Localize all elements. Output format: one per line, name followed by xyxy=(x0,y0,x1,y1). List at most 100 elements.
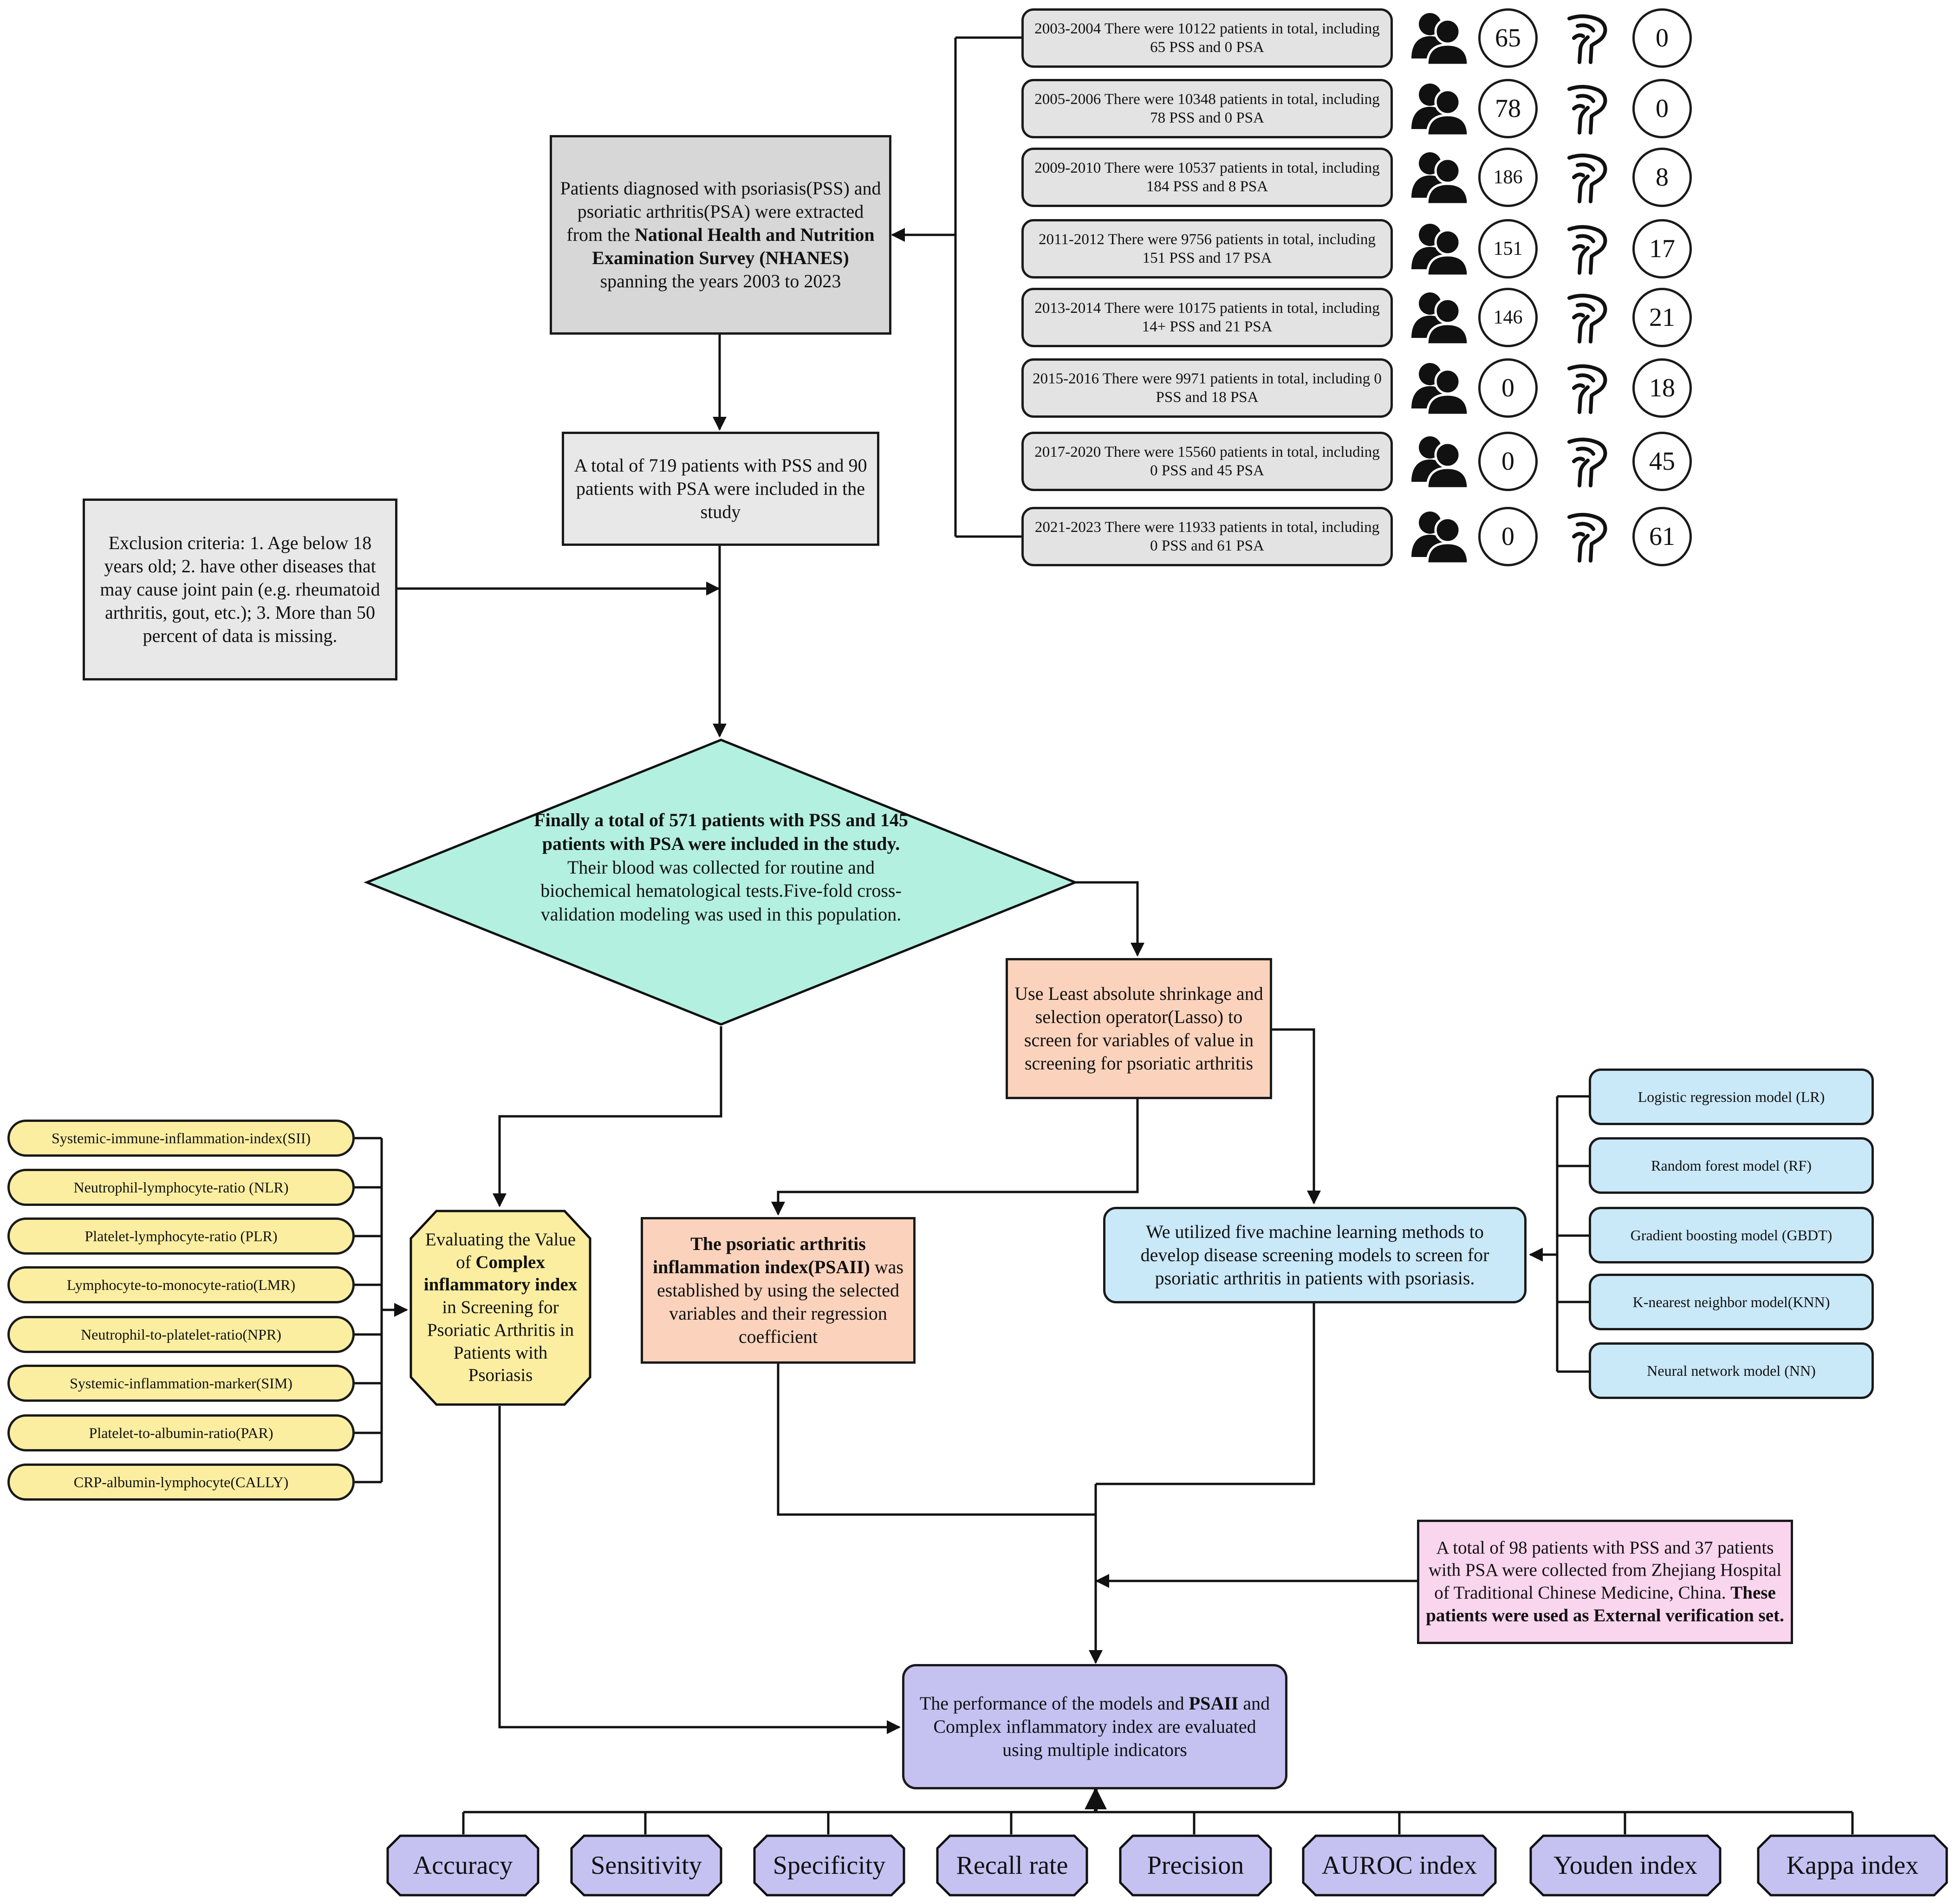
psaii-text-bold: The psoriatic arthritis inflammation ind… xyxy=(652,1233,870,1277)
knee-joint-icon xyxy=(1567,14,1607,64)
psaii-box: The psoriatic arthritis inflammation ind… xyxy=(641,1217,916,1364)
index-box: CRP-albumin-lymphocyte(CALLY) xyxy=(7,1464,355,1501)
metric-badge: Specificity xyxy=(753,1834,905,1897)
index-label: Platelet-lymphocyte-ratio (PLR) xyxy=(84,1228,278,1244)
performance-box: The performance of the models and PSAII … xyxy=(902,1664,1287,1789)
external-box: A total of 98 patients with PSS and 37 p… xyxy=(1417,1520,1793,1644)
psa-count-circle: 8 xyxy=(1632,148,1692,207)
knee-joint-icon xyxy=(1567,225,1607,275)
arrow-complex-to-performance xyxy=(498,1406,901,1734)
metric-badge-shape xyxy=(1757,1834,1948,1897)
model-box: Neural network model (NN) xyxy=(1589,1342,1874,1399)
external-text: A total of 98 patients with PSS and 37 p… xyxy=(1428,1537,1782,1603)
index-box: Systemic-immune-inflammation-index(SII) xyxy=(7,1120,355,1157)
metric-badge: Recall rate xyxy=(936,1834,1088,1897)
people-icon xyxy=(1411,152,1469,205)
model-label: Neural network model (NN) xyxy=(1647,1362,1816,1379)
cohort-box: 2011-2012 There were 9756 patients in to… xyxy=(1021,219,1393,278)
metric-label: Sensitivity xyxy=(591,1851,702,1880)
index-label: Lymphocyte-to-monocyte-ratio(LMR) xyxy=(66,1276,296,1293)
psa-count-circle: 18 xyxy=(1632,358,1692,418)
knee-joint-icon xyxy=(1567,293,1607,343)
pss-count-circle: 151 xyxy=(1478,219,1538,278)
psa-count-circle: 45 xyxy=(1632,432,1692,491)
metric-label: Precision xyxy=(1147,1851,1244,1880)
people-icon xyxy=(1411,13,1469,66)
cohort-text: 2005-2006 There were 10348 patients in t… xyxy=(1034,91,1380,126)
metric-badge-shape xyxy=(936,1834,1088,1897)
people-icon xyxy=(1411,224,1469,277)
final-diamond-text: Finally a total of 571 patients with PSS… xyxy=(527,809,915,926)
pss-count-circle: 65 xyxy=(1478,8,1538,68)
index-box: Platelet-lymphocyte-ratio (PLR) xyxy=(7,1218,355,1255)
people-icon xyxy=(1411,292,1469,345)
index-label: Systemic-inflammation-marker(SIM) xyxy=(70,1375,292,1392)
source-box: Patients diagnosed with psoriasis(PSS) a… xyxy=(550,135,891,335)
arrow-lasso-to-ml xyxy=(1272,1028,1321,1205)
lasso-text: Use Least absolute shrinkage and selecti… xyxy=(1014,983,1263,1074)
metric-badge: Accuracy xyxy=(386,1834,539,1897)
source-text-2: spanning the years 2003 to 2023 xyxy=(600,271,841,291)
arrow-lasso-to-psaii xyxy=(771,1099,1139,1216)
complex-octagon-shape xyxy=(409,1210,591,1406)
index-label: Platelet-to-albumin-ratio(PAR) xyxy=(89,1425,273,1441)
cohort-box: 2005-2006 There were 10348 patients in t… xyxy=(1021,79,1393,138)
cohort-box: 2021-2023 There were 11933 patients in t… xyxy=(1021,507,1393,566)
cohort-box: 2009-2010 There were 10537 patients in t… xyxy=(1021,148,1393,207)
model-label: Gradient boosting model (GBDT) xyxy=(1630,1227,1833,1243)
metric-label: Accuracy xyxy=(413,1851,513,1880)
metric-badge: Kappa index xyxy=(1757,1834,1948,1897)
metric-label: Kappa index xyxy=(1786,1851,1919,1880)
psa-count-circle: 21 xyxy=(1632,288,1692,347)
metric-badge-shape xyxy=(1529,1834,1722,1897)
performance-text-2: and Complex inflammatory index are evalu… xyxy=(933,1693,1270,1760)
complex-index-box: Evaluating the Value of Complex inflamma… xyxy=(409,1210,591,1406)
psaii-to-performance-line xyxy=(777,1364,1096,1516)
index-box: Neutrophil-lymphocyte-ratio (NLR) xyxy=(7,1169,355,1206)
exclusion-text: Exclusion criteria: 1. Age below 18 year… xyxy=(100,532,380,646)
metric-badge: AUROC index xyxy=(1302,1834,1497,1897)
exclusion-box: Exclusion criteria: 1. Age below 18 year… xyxy=(83,499,397,680)
metric-label: Specificity xyxy=(773,1851,886,1880)
complex-text-2: in Screening for Psoriatic Arthritis in … xyxy=(427,1297,574,1386)
source-text-bold: National Health and Nutrition Examinatio… xyxy=(592,224,875,268)
arrow-final-to-complex xyxy=(493,1026,722,1207)
metric-label: Youden index xyxy=(1553,1851,1698,1880)
index-box: Neutrophil-to-platelet-ratio(NPR) xyxy=(7,1316,355,1353)
lasso-box: Use Least absolute shrinkage and selecti… xyxy=(1006,958,1272,1099)
knee-joint-icon xyxy=(1567,364,1607,414)
cohort-box: 2017-2020 There were 15560 patients in t… xyxy=(1021,432,1393,491)
final-text-rest: Their blood was collected for routine an… xyxy=(540,856,902,925)
performance-text-1: The performance of the models and xyxy=(919,1693,1189,1714)
knee-joint-icon xyxy=(1567,437,1607,487)
ml-text: We utilized five machine learning method… xyxy=(1140,1221,1489,1289)
model-box: Gradient boosting model (GBDT) xyxy=(1589,1207,1874,1263)
people-icon xyxy=(1411,363,1469,416)
knee-joint-icon xyxy=(1567,512,1607,563)
index-box: Lymphocyte-to-monocyte-ratio(LMR) xyxy=(7,1266,355,1303)
cohort-box: 2003-2004 There were 10122 patients in t… xyxy=(1021,8,1393,68)
model-box: K-nearest neighbor model(KNN) xyxy=(1589,1274,1874,1330)
pss-count-circle: 78 xyxy=(1478,79,1538,138)
index-box: Platelet-to-albumin-ratio(PAR) xyxy=(7,1414,355,1451)
metric-badge-shape xyxy=(1119,1834,1272,1897)
cohort-text: 2021-2023 There were 11933 patients in t… xyxy=(1034,518,1380,554)
ml-box: We utilized five machine learning method… xyxy=(1103,1207,1527,1303)
people-icon xyxy=(1411,84,1469,136)
metric-badge-shape xyxy=(386,1834,539,1897)
complex-text-1: Evaluating the Value of xyxy=(425,1229,576,1272)
source-text-1: Patients diagnosed with psoriasis(PSS) a… xyxy=(560,178,881,245)
final-diamond-shape xyxy=(364,738,1079,1026)
performance-text-bold: PSAII xyxy=(1189,1693,1239,1714)
metric-badge-shape xyxy=(753,1834,905,1897)
model-box: Logistic regression model (LR) xyxy=(1589,1069,1874,1125)
index-label: CRP-albumin-lymphocyte(CALLY) xyxy=(73,1474,289,1490)
psa-count-circle: 0 xyxy=(1632,79,1692,138)
metric-label: Recall rate xyxy=(956,1851,1068,1880)
psa-count-circle: 0 xyxy=(1632,8,1692,68)
index-label: Neutrophil-lymphocyte-ratio (NLR) xyxy=(73,1179,289,1196)
metric-badge: Sensitivity xyxy=(570,1834,722,1897)
model-box: Random forest model (RF) xyxy=(1589,1137,1874,1194)
people-icon xyxy=(1411,512,1469,564)
pss-count-circle: 0 xyxy=(1478,507,1538,566)
